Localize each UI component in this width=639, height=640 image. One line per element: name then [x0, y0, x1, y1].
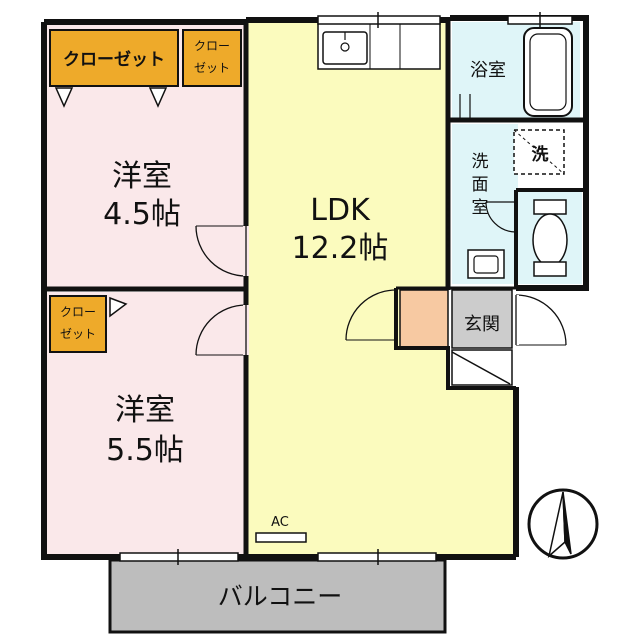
closet-2-label-line1: クロー [194, 39, 230, 53]
ldk-floor-lower [448, 387, 516, 557]
bathroom-door [459, 94, 471, 120]
washer-icon: 洗 [513, 129, 565, 175]
closet-1 [49, 29, 179, 87]
entrance-floor [451, 289, 513, 349]
closet-door-markers [54, 87, 168, 318]
western-room-1-door [195, 225, 249, 277]
balcony-floor [108, 558, 447, 634]
western-room-2-door [195, 304, 249, 356]
wash-basin-icon [467, 249, 505, 279]
balcony: バルコニー [108, 558, 447, 634]
washroom-label-1: 洗 [472, 152, 489, 172]
front-door [513, 294, 567, 346]
ldk-entrance-door [345, 289, 397, 341]
closet-3-label-line2: ゼット [60, 327, 96, 341]
western-room-2-name: 洋室 [115, 393, 175, 428]
washroom-doors [447, 190, 517, 250]
bathroom-label: 浴室 [470, 60, 506, 81]
kitchen-sink-icon [322, 31, 368, 65]
windows [119, 12, 573, 565]
toilet-icon [532, 199, 568, 277]
shoe-box-diagonal [451, 351, 511, 385]
closet-2-label-line2: ゼット [194, 61, 230, 75]
air-conditioner: AC [255, 515, 307, 543]
bathtub-icon [523, 27, 573, 117]
kitchen-counter [317, 22, 441, 70]
ldk-size: 12.2帖 [292, 231, 389, 266]
closet-3 [49, 295, 107, 353]
entrance-label: 玄関 [464, 314, 500, 335]
washer-label: 洗 [532, 144, 549, 165]
balcony-label: バルコニー [218, 582, 343, 611]
ldk-name: LDK [310, 193, 371, 228]
interior-doors [195, 225, 567, 356]
western-room-2-size: 5.5帖 [106, 433, 184, 468]
closet-2 [182, 29, 242, 87]
entrance-storage [399, 289, 449, 349]
closet-3-label-line1: クロー [60, 305, 96, 319]
shoe-box [451, 349, 513, 386]
washroom-label-3: 室 [472, 198, 489, 218]
western-room-1-size: 4.5帖 [103, 197, 181, 232]
western-room-1-name: 洋室 [112, 159, 172, 194]
washroom-label-2: 面 [472, 175, 489, 195]
north-arrow-icon [527, 488, 599, 560]
ac-label: AC [271, 515, 289, 530]
closet-1-label: クローゼット [63, 49, 165, 70]
